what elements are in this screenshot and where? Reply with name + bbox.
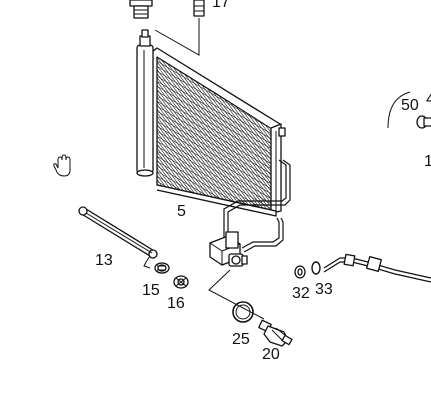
fin-line — [157, 79, 276, 155]
part-16-filter — [173, 275, 189, 289]
fin-line — [157, 154, 276, 211]
fin-line — [157, 57, 252, 211]
callout-33: 33 — [315, 281, 333, 298]
fin-line — [157, 104, 276, 180]
fin-line — [13, 50, 143, 220]
fin-line — [157, 57, 243, 211]
fin-line — [157, 57, 237, 211]
fin-line — [273, 57, 276, 211]
fin-line — [157, 84, 276, 160]
top-connector-part — [129, 0, 153, 19]
fin-line — [267, 57, 276, 211]
fin-line — [157, 74, 276, 150]
fin-line — [280, 50, 410, 220]
leader-bracket-lower — [208, 269, 265, 320]
callout-20: 20 — [262, 346, 280, 363]
part-20-pressure-switch — [258, 319, 293, 347]
fin-line — [10, 50, 140, 220]
callout-50: 50 — [401, 97, 419, 114]
callout-25: 25 — [232, 331, 250, 348]
callout-4: 4 — [426, 91, 431, 108]
fin-line — [157, 69, 276, 145]
callout-15: 15 — [142, 282, 160, 299]
refrigerant-line — [323, 253, 431, 283]
fin-line — [157, 59, 276, 135]
fin-line — [289, 50, 419, 220]
right-edge-part — [387, 91, 431, 129]
fin-line — [157, 57, 276, 211]
fin-line — [157, 57, 222, 211]
fin-line — [25, 50, 155, 220]
fin-line — [157, 159, 276, 211]
fin-line — [157, 119, 276, 195]
fin-line — [157, 57, 258, 211]
fin-line — [157, 109, 276, 185]
fin-line — [157, 57, 261, 211]
fin-line — [157, 57, 249, 211]
part-15-plug — [154, 262, 170, 274]
part-33-ring — [311, 261, 321, 275]
part-17-connector — [193, 0, 205, 17]
fin-line — [286, 50, 416, 220]
fin-line — [157, 99, 276, 175]
callout-16: 16 — [167, 295, 185, 312]
fin-line — [157, 124, 276, 200]
fin-line — [157, 174, 276, 211]
fin-line — [283, 50, 413, 220]
fin-line — [22, 50, 152, 220]
fin-line — [16, 50, 146, 220]
callout-32: 32 — [292, 285, 310, 302]
fin-line — [157, 57, 234, 211]
fin-line — [157, 57, 264, 211]
fin-line — [157, 134, 276, 210]
leader-bracket — [154, 18, 200, 56]
part-25-o-ring — [232, 301, 254, 323]
fin-line — [157, 129, 276, 205]
condenser-pipes — [223, 159, 291, 253]
fin-line — [157, 57, 216, 211]
fin-line — [157, 57, 225, 211]
fin-line — [157, 57, 267, 211]
fin-line — [157, 89, 276, 165]
fin-line — [157, 57, 276, 211]
fin-line — [157, 57, 219, 211]
receiver-drier — [78, 206, 158, 269]
fin-line — [157, 114, 276, 190]
callout-1: 1 — [424, 153, 431, 170]
fin-line — [157, 149, 276, 211]
callout-17: 17 — [212, 0, 230, 11]
fin-line — [19, 50, 149, 220]
fin-line — [277, 50, 407, 220]
fin-line — [168, 57, 276, 211]
fin-line — [157, 64, 276, 140]
part-32-seal — [294, 265, 306, 279]
pipe-connection-block — [209, 231, 248, 267]
fin-line — [157, 139, 276, 211]
fin-line — [157, 57, 276, 211]
fin-line — [157, 57, 228, 211]
fin-line — [159, 57, 276, 211]
fin-line — [157, 94, 276, 170]
callout-5: 5 — [177, 203, 186, 220]
callout-13: 13 — [95, 252, 113, 269]
hand-cursor-icon — [53, 154, 71, 177]
